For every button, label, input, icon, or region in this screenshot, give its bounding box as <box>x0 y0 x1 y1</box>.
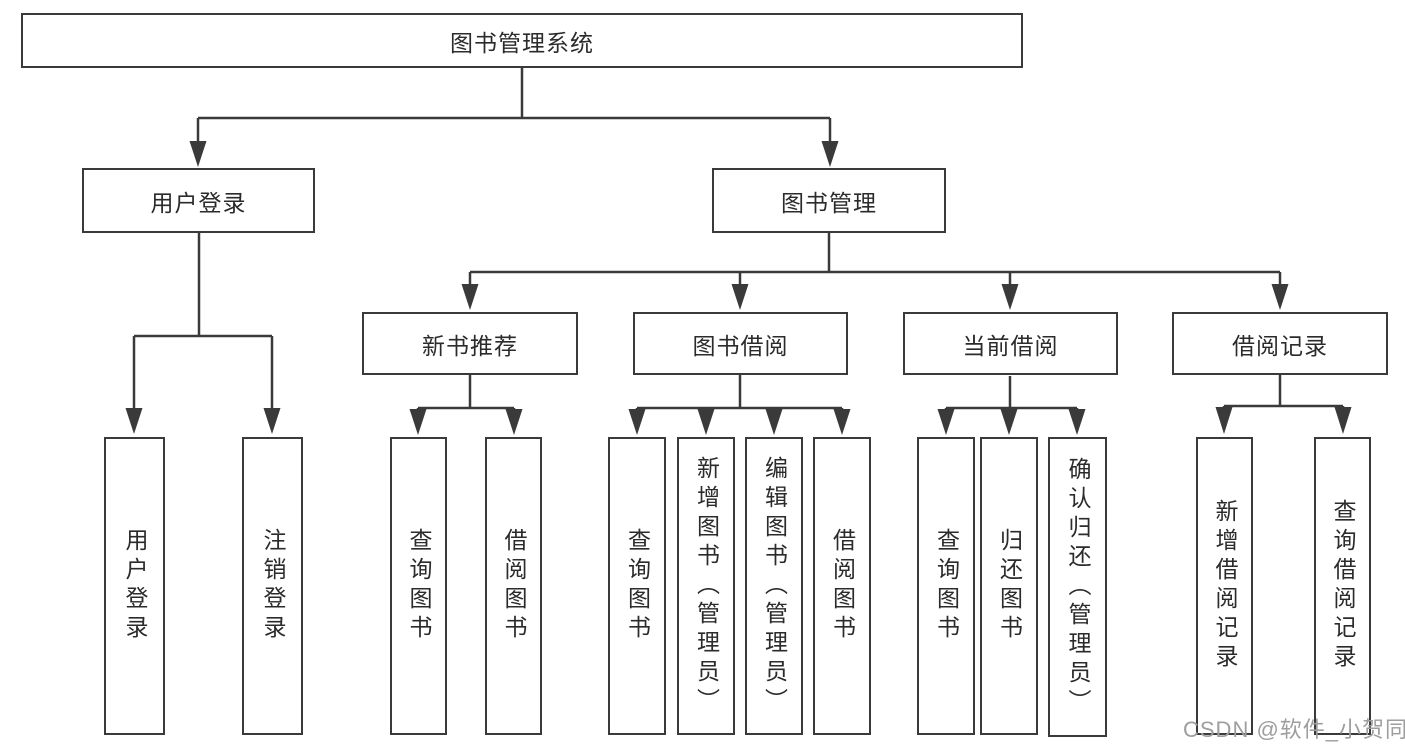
node-book-management-label: 图书管理 <box>781 189 877 216</box>
leaf-return-book-label: 归还图书 <box>996 528 1023 644</box>
node-new-book-recommend: 新书推荐 <box>362 312 578 375</box>
leaf-logout-label: 注销登录 <box>260 528 286 644</box>
leaf-logout: 注销登录 <box>242 437 303 735</box>
leaf-query-book-current: 查询图书 <box>917 437 975 735</box>
leaf-query-book-recommend-label: 查询图书 <box>406 528 432 644</box>
node-borrowing-records-label: 借阅记录 <box>1232 332 1328 359</box>
leaf-query-book-borrowing-label: 查询图书 <box>624 528 651 644</box>
leaf-query-book-recommend: 查询图书 <box>390 437 447 735</box>
node-new-book-recommend-label: 新书推荐 <box>422 332 518 359</box>
leaf-add-book-admin-label: 新增图书（管理员） <box>693 455 720 717</box>
leaf-query-book-current-label: 查询图书 <box>933 528 960 644</box>
leaf-borrow-book-borrowing-label: 借阅图书 <box>829 528 856 644</box>
leaf-user-login-label: 用户登录 <box>122 528 148 644</box>
node-root: 图书管理系统 <box>21 13 1023 68</box>
node-current-borrowing: 当前借阅 <box>903 312 1118 375</box>
leaf-query-borrow-record-label: 查询借阅记录 <box>1330 499 1356 673</box>
leaf-borrow-book-borrowing: 借阅图书 <box>813 437 871 735</box>
node-book-borrowing-label: 图书借阅 <box>692 332 789 359</box>
leaf-confirm-return-admin-label: 确认归还（管理员） <box>1065 456 1091 718</box>
leaf-borrow-book-recommend-label: 借阅图书 <box>501 528 527 644</box>
csdn-watermark: CSDN @软件_小贺同学 <box>1183 717 1405 742</box>
leaf-edit-book-admin: 编辑图书（管理员） <box>745 437 803 735</box>
node-user-login: 用户登录 <box>82 168 315 233</box>
leaf-edit-book-admin-label: 编辑图书（管理员） <box>761 455 788 717</box>
node-current-borrowing-label: 当前借阅 <box>962 332 1059 359</box>
node-book-management: 图书管理 <box>712 168 946 233</box>
leaf-add-book-admin: 新增图书（管理员） <box>677 437 735 735</box>
leaf-add-borrow-record-label: 新增借阅记录 <box>1212 499 1238 673</box>
leaf-user-login: 用户登录 <box>104 437 165 735</box>
node-book-borrowing: 图书借阅 <box>633 312 848 375</box>
node-user-login-label: 用户登录 <box>150 189 247 216</box>
leaf-add-borrow-record: 新增借阅记录 <box>1196 437 1253 735</box>
leaf-borrow-book-recommend: 借阅图书 <box>485 437 542 735</box>
leaf-query-book-borrowing: 查询图书 <box>608 437 666 735</box>
leaf-return-book: 归还图书 <box>980 437 1038 735</box>
node-root-label: 图书管理系统 <box>450 29 594 56</box>
node-borrowing-records: 借阅记录 <box>1172 312 1388 375</box>
leaf-confirm-return-admin: 确认归还（管理员） <box>1048 437 1107 737</box>
leaf-query-borrow-record: 查询借阅记录 <box>1314 437 1371 735</box>
